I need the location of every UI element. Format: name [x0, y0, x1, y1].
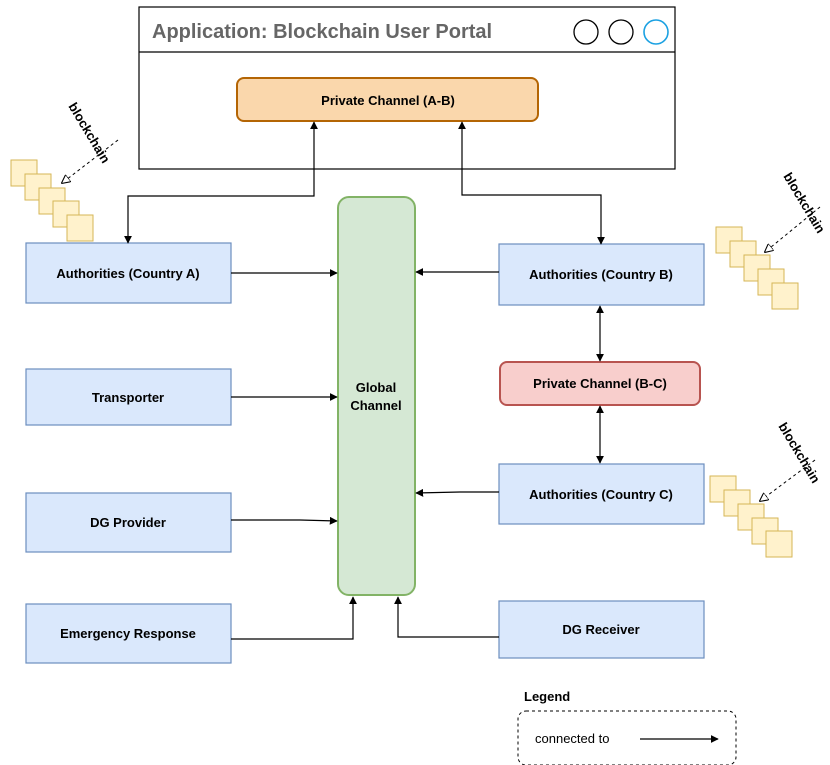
connector-dg-provider-to-global: [231, 516, 338, 525]
connector-dg-receiver-to-global: [394, 596, 499, 638]
node-authorities-country-b[interactable]: Authorities (Country B): [498, 243, 705, 306]
node-label: Authorities (Country B): [529, 267, 673, 282]
node-label: Authorities (Country A): [56, 266, 199, 281]
connector-private-ab-to-b: [458, 121, 605, 245]
private-channel-bc-label: Private Channel (B-C): [533, 376, 667, 391]
private-channel-ab[interactable]: Private Channel (A-B): [236, 77, 539, 122]
private-channel-ab-label: Private Channel (A-B): [321, 93, 455, 108]
window-control-icon[interactable]: [573, 19, 599, 45]
connector-c-to-global: [415, 488, 499, 497]
window-control-icon[interactable]: [643, 19, 669, 45]
global-channel-label-line1: Global: [356, 380, 396, 395]
node-authorities-country-a[interactable]: Authorities (Country A): [25, 242, 232, 304]
blockchain-stack-a: blockchain: [10, 100, 119, 242]
blockchain-label: blockchain: [65, 100, 113, 166]
connector-a-to-private-ab: [124, 121, 318, 244]
legend: Legend connected to: [517, 689, 737, 765]
node-label: DG Provider: [90, 515, 166, 530]
private-channel-bc[interactable]: Private Channel (B-C): [499, 361, 701, 406]
legend-title: Legend: [524, 689, 570, 704]
blockchain-stack-c: blockchain: [709, 420, 823, 558]
node-transporter[interactable]: Transporter: [25, 368, 232, 426]
legend-entry-label: connected to: [535, 731, 609, 746]
node-label: DG Receiver: [562, 622, 639, 637]
blockchain-label: blockchain: [775, 420, 823, 486]
node-label: Authorities (Country C): [529, 487, 673, 502]
node-dg-receiver[interactable]: DG Receiver: [498, 600, 705, 659]
block-icon: [715, 226, 799, 310]
node-emergency-response[interactable]: Emergency Response: [25, 603, 232, 664]
block-icon: [709, 475, 793, 558]
node-authorities-country-c[interactable]: Authorities (Country C): [498, 463, 705, 525]
blockchain-label: blockchain: [780, 170, 828, 236]
window-control-icon[interactable]: [608, 19, 634, 45]
blockchain-stack-b: blockchain: [715, 170, 828, 310]
block-icon: [10, 159, 94, 242]
connector-emergency-to-global: [231, 596, 357, 640]
node-dg-provider[interactable]: DG Provider: [25, 492, 232, 553]
global-channel[interactable]: Global Channel: [337, 196, 416, 596]
global-channel-label-line2: Channel: [350, 398, 401, 413]
node-label: Transporter: [92, 390, 164, 405]
node-label: Emergency Response: [60, 626, 196, 641]
window-title: Application: Blockchain User Portal: [152, 21, 492, 43]
connectors: [124, 121, 605, 640]
